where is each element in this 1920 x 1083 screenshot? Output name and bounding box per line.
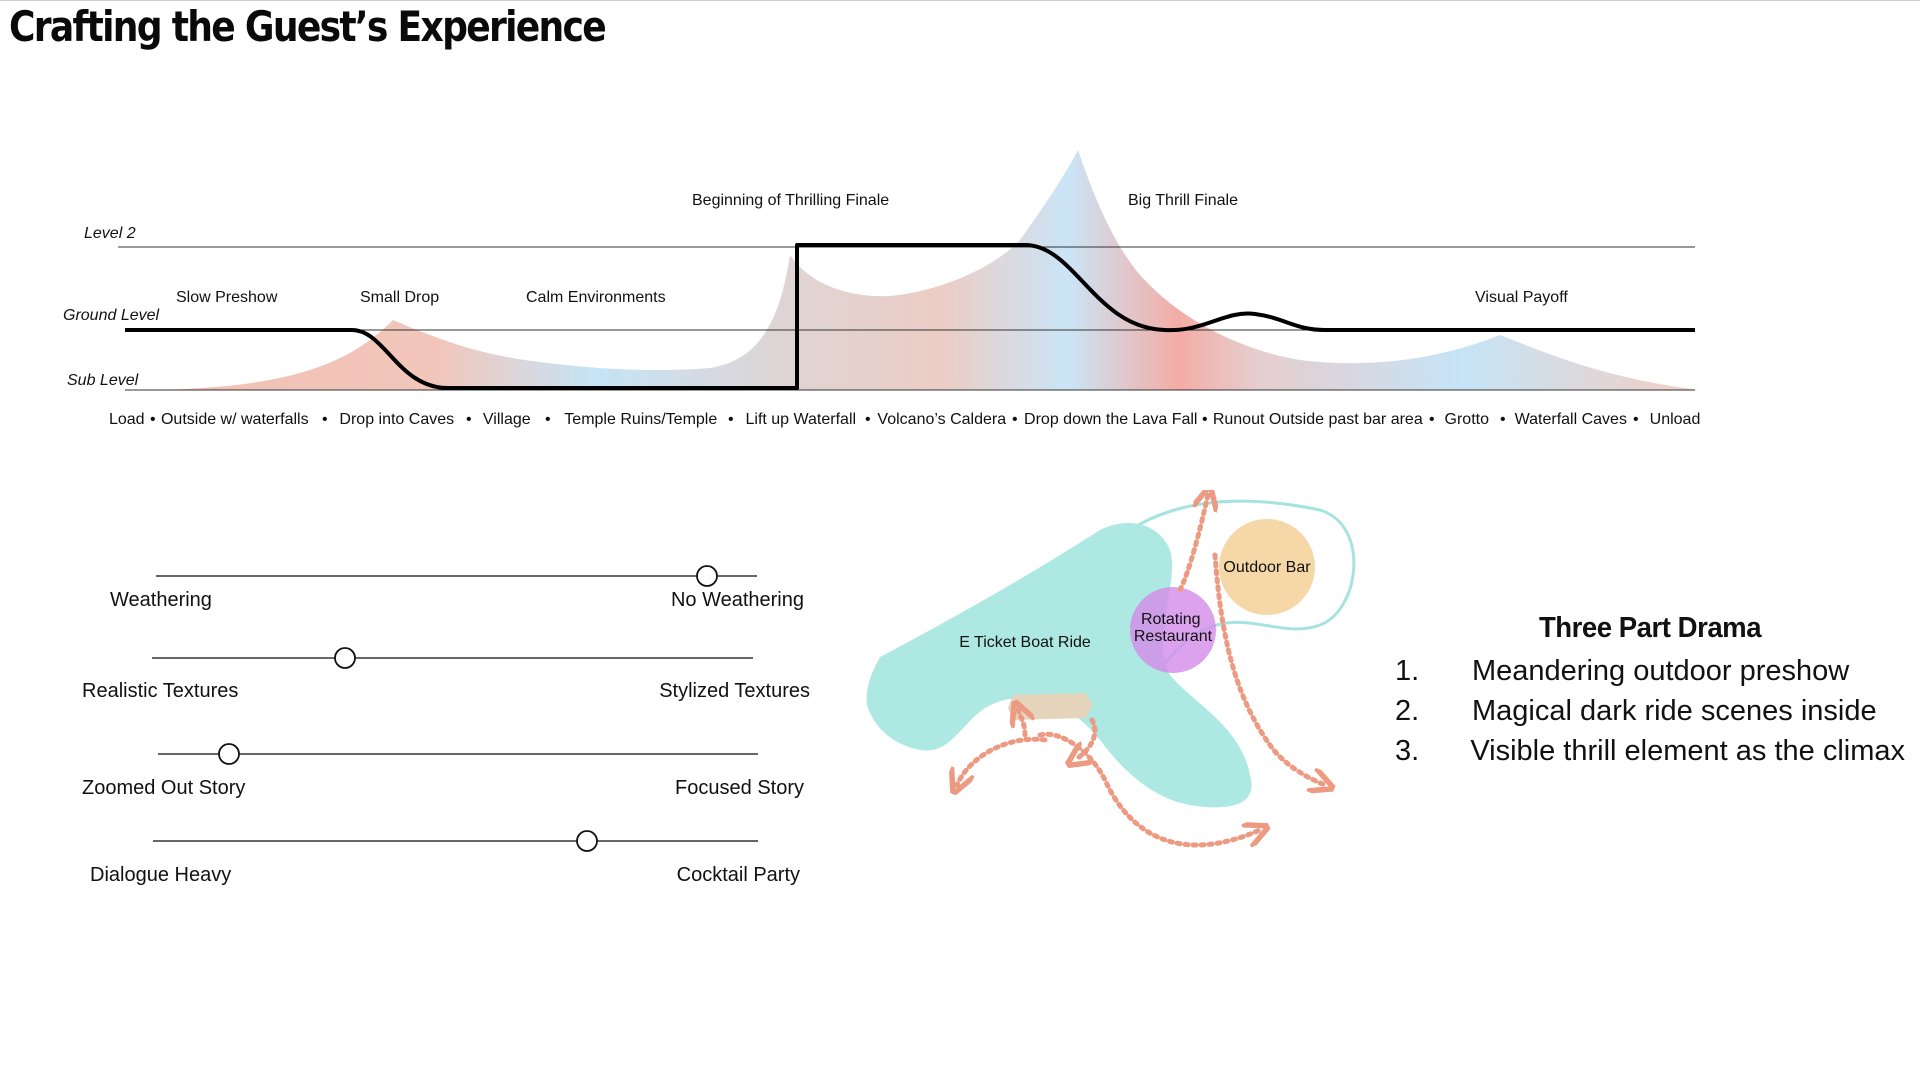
seq-temple: Temple Ruins/Temple	[564, 411, 717, 428]
ride-sequence: Load • Outside w/ waterfalls • Drop into…	[109, 411, 1700, 428]
guest-path-east	[1212, 552, 1325, 785]
seq-bullet: •	[1429, 411, 1435, 428]
guest-path-west	[957, 736, 1048, 785]
guest-path-south	[1037, 731, 1260, 845]
list-item-text: Visible thrill element as the climax	[1470, 735, 1905, 767]
guest-path-bridge-south	[1075, 717, 1098, 760]
boat-ride-label: E Ticket Boat Ride	[959, 634, 1091, 651]
list-item-number: 3.	[1395, 735, 1420, 767]
seq-drop-caves: Drop into Caves	[339, 411, 454, 428]
three-part-drama: Three Part Drama 1. Meandering outdoor p…	[1395, 612, 1905, 771]
seq-lift-waterfall: Lift up Waterfall	[745, 411, 856, 428]
seq-lava-fall: Drop down the Lava Fall	[1024, 411, 1197, 428]
seq-grotto: Grotto	[1445, 411, 1490, 428]
seq-caldera: Volcano’s Caldera	[877, 411, 1006, 428]
list-item-text: Magical dark ride scenes inside	[1472, 695, 1877, 727]
seq-bullet: •	[322, 411, 328, 428]
guest-path-north	[1177, 495, 1208, 593]
rotating-restaurant[interactable]	[1130, 587, 1216, 673]
slider-left-label: Realistic Textures	[82, 680, 238, 702]
seq-bullet: •	[1633, 411, 1639, 428]
slider-right-label: Stylized Textures	[659, 680, 810, 702]
slider-knob[interactable]	[218, 743, 240, 765]
list-item: 2. Magical dark ride scenes inside	[1395, 691, 1905, 731]
slider-left-label: Zoomed Out Story	[82, 777, 245, 799]
experience-intensity-area	[150, 150, 1700, 390]
phase-label-small-drop: Small Drop	[360, 289, 439, 306]
list-item-text: Meandering outdoor preshow	[1472, 655, 1850, 687]
bar-label: Outdoor Bar	[1223, 559, 1311, 576]
slider-knob[interactable]	[334, 647, 356, 669]
seq-load: Load	[109, 411, 145, 428]
slider-knob[interactable]	[696, 565, 718, 587]
design-sliders: Weathering No Weathering Realistic Textu…	[82, 565, 810, 886]
restaurant-label: Rotating Restaurant	[1134, 611, 1213, 645]
slider-dialogue[interactable]: Dialogue Heavy Cocktail Party	[90, 830, 800, 886]
guest-path-bridge-north	[1018, 710, 1025, 738]
list-item: 3. Visible thrill element as the climax	[1395, 731, 1905, 771]
slider-right-label: Focused Story	[675, 777, 804, 799]
ride-track-line	[125, 243, 1695, 390]
seq-runout: Runout Outside past bar area	[1213, 411, 1423, 428]
seq-waterfall-caves: Waterfall Caves	[1515, 411, 1627, 428]
drama-list: 1. Meandering outdoor preshow 2. Magical…	[1395, 651, 1905, 771]
list-item: 1. Meandering outdoor preshow	[1395, 651, 1905, 691]
page-title: Crafting the Guest’s Experience	[9, 2, 607, 51]
seq-bullet: •	[545, 411, 551, 428]
slider-knob[interactable]	[576, 830, 598, 852]
level-2-label: Level 2	[84, 225, 136, 242]
seq-village: Village	[483, 411, 531, 428]
phase-label-visual-payoff: Visual Payoff	[1475, 289, 1568, 306]
seq-bullet: •	[728, 411, 734, 428]
slider-weathering[interactable]: Weathering No Weathering	[110, 565, 804, 611]
phase-label-slow-preshow: Slow Preshow	[176, 289, 278, 306]
drama-heading: Three Part Drama	[1538, 612, 1762, 644]
slider-story[interactable]: Zoomed Out Story Focused Story	[82, 743, 804, 799]
phase-label-big-thrill: Big Thrill Finale	[1128, 192, 1238, 209]
top-rule	[0, 0, 1920, 1]
phase-label-beginning-finale: Beginning of Thrilling Finale	[692, 192, 889, 209]
seq-outside-waterfalls: Outside w/ waterfalls	[161, 411, 309, 428]
slider-left-label: Weathering	[110, 589, 212, 611]
sub-level-label: Sub Level	[67, 372, 139, 389]
list-item-number: 1.	[1395, 655, 1420, 687]
seq-bullet: •	[466, 411, 472, 428]
restaurant-label-line-1: Rotating	[1141, 611, 1201, 628]
seq-bullet: •	[865, 411, 871, 428]
ground-level-label: Ground Level	[63, 307, 160, 324]
seq-bullet: •	[1500, 411, 1506, 428]
restaurant-label-line-2: Restaurant	[1134, 628, 1213, 645]
ride-profile: Level 2 Ground Level Sub Level Slow Pres…	[63, 150, 1700, 428]
list-item-number: 2.	[1395, 695, 1420, 727]
outdoor-bar[interactable]	[1219, 519, 1315, 615]
seq-bullet: •	[150, 411, 156, 428]
slider-textures[interactable]: Realistic Textures Stylized Textures	[82, 647, 810, 702]
slider-right-label: No Weathering	[671, 589, 804, 611]
seq-unload: Unload	[1650, 411, 1701, 428]
slider-right-label: Cocktail Party	[677, 864, 800, 886]
seq-bullet: •	[1012, 411, 1018, 428]
site-map: E Ticket Boat Ride Rotating Restaurant O…	[866, 490, 1356, 890]
seq-bullet: •	[1202, 411, 1208, 428]
slider-left-label: Dialogue Heavy	[90, 864, 231, 886]
phase-label-calm-environments: Calm Environments	[526, 289, 666, 306]
